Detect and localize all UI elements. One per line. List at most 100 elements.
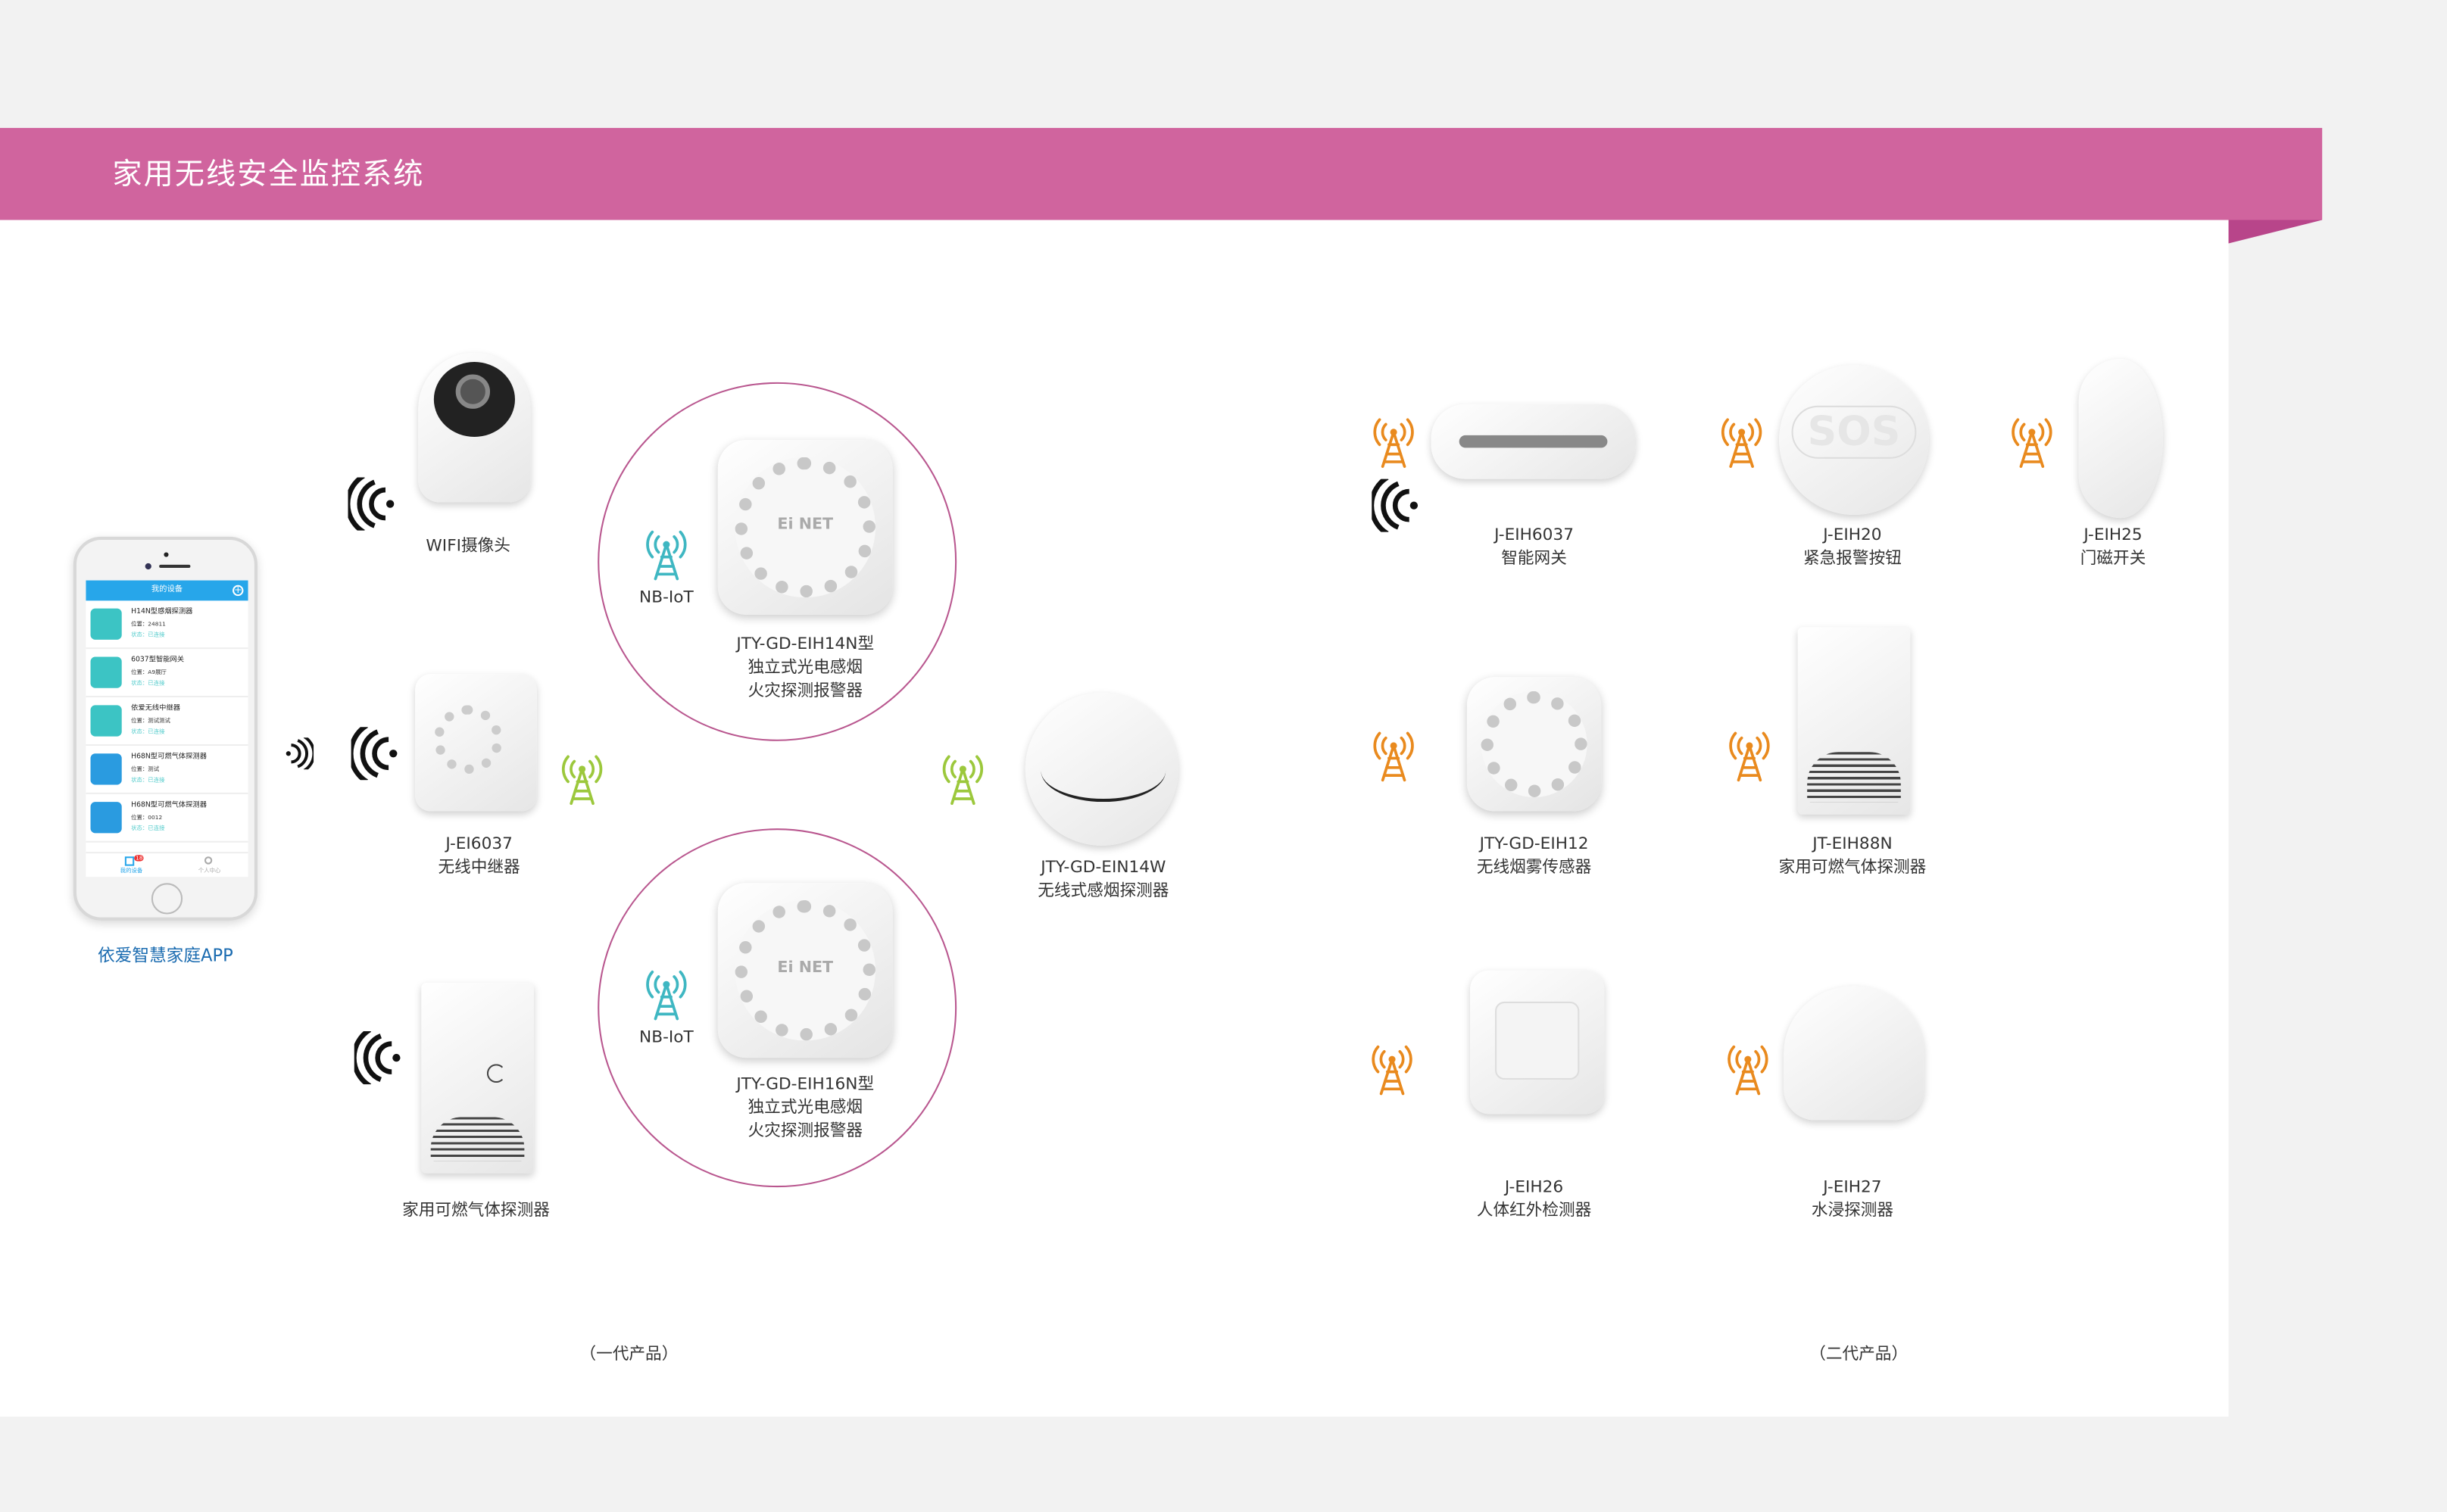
item-name: 门磁开关 [2080,549,2146,569]
device-thumb [90,656,122,688]
device-location: 位置：24811 [131,621,166,628]
nb-iot-label: NB-IoT [639,1027,694,1047]
antenna-icon [2008,415,2055,468]
gen2-item-label: J-EIH20 紧急报警按钮 [1803,524,1902,571]
device-thumb [90,705,122,737]
gen1-label: （一代产品） [579,1345,679,1364]
wireless-smoke-label: JTY-GD-EIN14W 无线式感烟探测器 [1038,856,1169,903]
item-model: J-EIH20 [1823,525,1882,545]
wifi-camera-image [418,352,531,503]
brand-logo: Ei NET [777,959,834,977]
gas-detector-label: 家用可燃气体探测器 [402,1201,550,1221]
item-name: 智能网关 [1501,549,1567,569]
device-status: 状态：已连接 [131,825,165,832]
notification-badge: 18 [134,855,145,862]
device-thumb [90,608,122,640]
user-icon[interactable] [204,856,213,865]
smoke2-line3: 火灾探测报警器 [748,1121,863,1141]
antenna-icon [1370,728,1417,781]
gen2-item-label: JT-EIH88N 家用可燃气体探测器 [1779,833,1927,880]
item-model: J-EIH27 [1823,1177,1882,1197]
door-sensor-image [2078,358,2163,519]
gen2-label: （二代产品） [1809,1345,1909,1364]
list-item[interactable]: 依爱无线中继器位置：测试测试状态：已连接 [86,697,248,746]
list-item[interactable]: 6037型智能网关位置：A9展厅状态：已连接 [86,649,248,698]
app-header: 我的设备 + [86,580,248,601]
item-name: 水浸探测器 [1811,1201,1894,1221]
smoke2-model: JTY-GD-EIH16N型 [736,1074,875,1094]
list-item[interactable]: H68N型可燃气体探测器位置：0012 状态：已连接 [86,794,248,843]
antenna-icon [1724,1042,1771,1095]
item-name: 家用可燃气体探测器 [1778,858,1927,878]
item-model: JTY-GD-EIH12 [1479,834,1589,854]
page-title: 家用无线安全监控系统 [112,157,425,192]
gas-detector-image [421,983,534,1174]
wireless-signal-icon [1372,479,1419,532]
tab-my-devices[interactable]: 我的设备 [120,867,143,874]
gen2-item-label: J-EIH27 水浸探测器 [1812,1177,1893,1224]
home-icon[interactable] [124,856,135,866]
home-button [151,883,183,915]
wireless-signal-icon [354,1031,401,1084]
device-name: H68N型可燃气体探测器 [131,753,207,762]
pir-sensor-image [1470,970,1605,1115]
smoke1-line3: 火灾探测报警器 [748,681,863,701]
item-model: JT-EIH88N [1812,834,1893,854]
list-item[interactable]: H68N型可燃气体探测器位置：测试状态：已连接 [86,746,248,794]
repeater-image [415,674,537,812]
title-banner [0,127,2323,220]
device-thumb [90,802,122,834]
add-device-icon[interactable]: + [233,585,244,597]
item-name: 无线烟雾传感器 [1476,858,1592,878]
item-model: J-EIH6037 [1494,525,1574,545]
nb-iot-label: NB-IoT [639,588,694,607]
device-status: 状态：已连接 [131,777,165,784]
smoke-detector-image: Ei NET [717,440,893,615]
brand-logo: Ei NET [777,516,834,535]
smoke1-line2: 独立式光电感烟 [748,658,863,678]
gen2-item-label: J-EIH6037 智能网关 [1494,524,1574,571]
device-location: 位置：0012 [131,814,163,821]
tab-profile[interactable]: 个人中心 [198,867,221,874]
camera-label: WIFI摄像头 [426,536,510,556]
app-screen-title: 我的设备 [151,585,183,595]
item-name: 紧急报警按钮 [1803,549,1902,569]
antenna-icon [1369,1042,1415,1095]
device-status: 状态：已连接 [131,631,165,638]
device-location: 位置：A9展厅 [131,669,167,676]
repeater-name: 无线中继器 [438,858,520,878]
app-label: 依爱智慧家庭APP [97,945,233,966]
wireless-signal-icon [348,478,395,531]
wireless-smoke-detector-image [1025,692,1178,846]
antenna-icon [1370,415,1417,468]
device-name: H14N型感烟探测器 [131,608,193,616]
smoke-detector-image: Ei NET [717,883,893,1058]
banner-fold [2228,220,2323,244]
antenna-icon [643,968,690,1021]
sos-text: SOS [1791,405,1917,459]
device-location: 位置：测试 [131,765,160,772]
device-thumb [90,753,122,785]
antenna-icon [559,752,606,805]
gateway-image [1431,404,1636,479]
wireless-smoke-name: 无线式感烟探测器 [1038,881,1169,900]
device-name: 6037型智能网关 [131,656,185,665]
antenna-icon [1718,415,1765,468]
sos-button-image: SOS [1779,365,1929,515]
gas-detector-image [1797,627,1911,815]
device-name: H68N型可燃气体探测器 [131,802,207,810]
wireless-signal-icon [286,727,314,780]
wireless-signal-icon [351,727,398,780]
water-sensor-image [1784,986,1924,1121]
list-item[interactable]: H14N型感烟探测器位置：24811 状态：已连接 [86,600,248,650]
wireless-smoke-model: JTY-GD-EIN14W [1041,858,1166,878]
app-tab-bar: 18 我的设备 个人中心 [86,852,248,877]
antenna-icon [1726,728,1773,781]
smoke-sensor-image [1466,677,1602,812]
smoke2-line2: 独立式光电感烟 [748,1098,863,1118]
phone-screen: 我的设备 + H14N型感烟探测器位置：24811 状态：已连接 6037型智能网关… [86,580,248,878]
